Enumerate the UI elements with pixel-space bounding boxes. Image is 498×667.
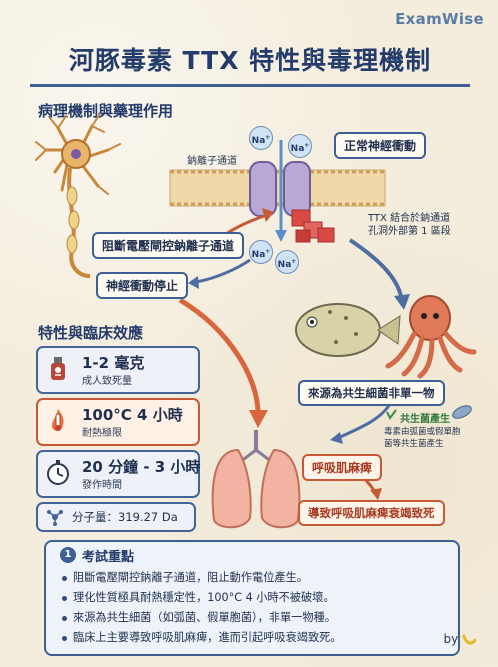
bacteria-desc: 毒素由弧菌或假單胞 菌等共生菌產生	[384, 426, 461, 450]
sodium-ion-icon: Na+	[288, 134, 312, 158]
nerve-stop-label: 神經衝動停止	[96, 272, 189, 299]
byline-text: by	[443, 632, 459, 646]
ttx-toxin-block	[291, 209, 335, 243]
exam-number-badge: 1	[60, 547, 76, 563]
list-item: 阻斷電壓閘控鈉離子通道，阻止動作電位產生。	[62, 568, 452, 588]
sodium-ion-icon: Na+	[249, 126, 273, 150]
list-item: 理化性質極具耐熱穩定性，100°C 4 小時不被破壞。	[62, 588, 452, 608]
stat-value: 20 分鐘 - 3 小時	[82, 458, 201, 476]
sodium-ion-icon: Na+	[249, 240, 273, 264]
octopus-icon	[385, 295, 477, 379]
list-item: 臨床上主要導致呼吸肌麻痺，進而引起呼吸衰竭致死。	[62, 628, 452, 648]
bacteria-desc-line2: 菌等共生菌產生	[384, 439, 444, 449]
check-icon	[386, 409, 397, 420]
bacteria-title: 共生菌產生	[400, 414, 450, 425]
exam-key-points: 1 考試重點 阻斷電壓閘控鈉離子通道，阻止動作電位產生。 理化性質極具耐熱穩定性…	[44, 540, 460, 656]
molecular-weight-card: 分子量：319.27 Da	[36, 502, 196, 532]
exam-title: 考試重點	[82, 550, 135, 565]
ttx-binding-line2: 孔洞外部第 1 區段	[368, 226, 451, 237]
bacteria-desc-line1: 毒素由弧菌或假單胞	[384, 427, 461, 437]
molecular-weight-value: 分子量：319.27 Da	[72, 510, 178, 524]
stat-card-onset: 20 分鐘 - 3 小時 發作時間	[36, 450, 200, 498]
section-heading-mechanism: 病理機制與藥理作用	[38, 102, 174, 120]
stat-value: 100°C 4 小時	[82, 406, 183, 424]
stat-card-lethal-dose: 1-2 毫克 成人致死量	[36, 346, 200, 394]
ttx-binding-line1: TTX 結合於鈉通道	[368, 213, 451, 224]
sodium-channel-label: 鈉離子通道	[187, 156, 237, 167]
molecule-icon	[47, 510, 63, 526]
pufferfish-icon	[295, 303, 401, 357]
stat-value: 1-2 毫克	[82, 354, 145, 372]
poison-bottle-icon	[51, 357, 65, 380]
respiratory-failure-label: 導致呼吸肌麻痺衰竭致死	[298, 500, 445, 526]
title-banner: 河豚毒素 TTX 特性與毒理機制	[30, 38, 470, 87]
source-label: 來源為共生細菌非單一物	[298, 380, 445, 406]
neuron-icon	[35, 113, 121, 278]
block-channel-label: 阻斷電壓閘控鈉離子通道	[92, 232, 245, 259]
byline: by	[443, 632, 477, 646]
stat-sub: 耐熱極限	[82, 428, 122, 439]
normal-nerve-label: 正常神經衝動	[334, 132, 427, 159]
brand-logo: ExamWise	[395, 10, 484, 28]
banana-icon	[462, 634, 477, 645]
stat-sub: 成人致死量	[82, 376, 132, 387]
section-heading-properties: 特性與臨床效應	[38, 324, 144, 342]
stopwatch-icon	[47, 460, 69, 485]
list-item: 來源為共生細菌（如弧菌、假單胞菌），非單一物種。	[62, 608, 452, 628]
stat-sub: 發作時間	[82, 480, 122, 491]
page-title: 河豚毒素 TTX 特性與毒理機制	[68, 46, 432, 75]
lungs-icon	[211, 430, 301, 529]
sodium-ion-icon: Na+	[275, 250, 299, 274]
cell-membrane	[169, 169, 386, 207]
bacteria-icon	[452, 405, 472, 419]
exam-points-list: 阻斷電壓閘控鈉離子通道，阻止動作電位產生。 理化性質極具耐熱穩定性，100°C …	[62, 568, 452, 648]
thermometer-fire-icon	[52, 409, 64, 431]
stat-card-heat: 100°C 4 小時 耐熱極限	[36, 398, 200, 446]
respiratory-paralysis-label: 呼吸肌麻痺	[302, 454, 383, 481]
ttx-binding-note: TTX 結合於鈉通道 孔洞外部第 1 區段	[368, 212, 451, 238]
